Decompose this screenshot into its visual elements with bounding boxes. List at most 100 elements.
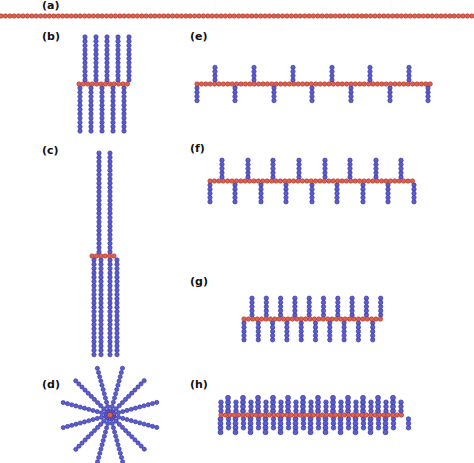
backbone-bead xyxy=(356,317,360,321)
side-chain-bead xyxy=(213,69,217,73)
side-chain-bead xyxy=(250,300,254,304)
backbone-bead xyxy=(373,14,377,18)
side-chain-bead xyxy=(94,65,98,69)
side-chain-bead xyxy=(70,423,74,427)
side-chain-bead xyxy=(122,103,126,107)
backbone-bead xyxy=(371,82,375,86)
side-chain-bead xyxy=(97,181,101,185)
side-chain-bead xyxy=(246,158,250,162)
side-chain-bead xyxy=(78,90,82,94)
side-chain-bead xyxy=(313,333,317,337)
side-chain-bead xyxy=(379,309,383,313)
backbone-bead xyxy=(361,317,365,321)
backbone-bead xyxy=(410,82,414,86)
side-chain-bead xyxy=(388,90,392,94)
side-chain-bead xyxy=(83,74,87,78)
side-chain-bead xyxy=(278,430,283,435)
side-chain-bead xyxy=(426,94,430,98)
backbone-bead xyxy=(81,82,85,86)
side-chain-bead xyxy=(92,318,96,322)
side-chain-bead xyxy=(346,421,351,426)
side-chain-bead xyxy=(114,392,118,396)
side-chain-bead xyxy=(87,407,91,411)
side-chain-bead xyxy=(122,90,126,94)
side-chain-bead xyxy=(249,404,254,409)
side-chain-bead xyxy=(91,408,95,412)
backbone-bead xyxy=(166,14,170,18)
side-chain-bead xyxy=(310,94,314,98)
backbone-bead xyxy=(399,413,403,417)
side-chain-bead xyxy=(364,304,368,308)
side-chain-bead xyxy=(99,279,103,283)
backbone-bead xyxy=(395,14,399,18)
backbone-bead xyxy=(245,413,249,417)
side-chain-bead xyxy=(122,94,126,98)
backbone-bead xyxy=(362,82,366,86)
side-chain-bead xyxy=(89,90,93,94)
side-chain-bead xyxy=(127,48,131,52)
side-chain-bead xyxy=(368,430,373,435)
backbone-bead xyxy=(320,413,324,417)
side-chain-bead xyxy=(95,460,99,463)
side-chain-bead xyxy=(284,191,288,195)
side-chain-bead xyxy=(328,329,332,333)
side-chain-bead xyxy=(116,56,120,60)
side-chain-bead xyxy=(78,116,82,120)
side-chain-bead xyxy=(246,166,250,170)
side-chain-bead xyxy=(349,98,353,102)
backbone-bead xyxy=(309,179,313,183)
backbone-bead xyxy=(47,14,51,18)
side-chain-bead xyxy=(399,404,404,409)
side-chain-bead xyxy=(97,224,101,228)
side-chain-bead xyxy=(310,98,314,102)
backbone-bead xyxy=(206,14,210,18)
backbone-bead xyxy=(107,254,111,258)
backbone-bead xyxy=(276,413,280,417)
side-chain-bead xyxy=(92,297,96,301)
side-chain-bead xyxy=(95,416,99,420)
side-chain-bead xyxy=(97,228,101,232)
side-chain-bead xyxy=(115,340,119,344)
side-chain-bead xyxy=(364,309,368,313)
side-chain-bead xyxy=(284,200,288,204)
side-chain-bead xyxy=(89,125,93,129)
side-chain-bead xyxy=(242,333,246,337)
side-chain-bead xyxy=(108,318,112,322)
side-chain-bead xyxy=(307,296,311,300)
side-chain-bead xyxy=(99,266,103,270)
backbone-bead xyxy=(241,413,245,417)
side-chain-bead xyxy=(127,69,131,73)
backbone-bead xyxy=(302,14,306,18)
side-chain-bead xyxy=(89,99,93,103)
side-chain-bead xyxy=(313,325,317,329)
backbone-bead xyxy=(122,14,126,18)
backbone-bead xyxy=(377,413,381,417)
side-chain-bead xyxy=(331,421,336,426)
side-chain-bead xyxy=(406,426,411,431)
backbone-bead xyxy=(78,14,82,18)
side-chain-bead xyxy=(97,177,101,181)
side-chain-bead xyxy=(101,438,105,442)
side-chain-bead xyxy=(99,271,103,275)
side-chain-bead xyxy=(248,430,253,435)
side-chain-bead xyxy=(78,94,82,98)
side-chain-bead xyxy=(115,262,119,266)
backbone-bead xyxy=(276,14,280,18)
side-chain-bead xyxy=(371,338,375,342)
side-chain-bead xyxy=(105,74,109,78)
side-chain-bead xyxy=(74,379,78,383)
side-chain-bead xyxy=(108,292,112,296)
backbone-bead xyxy=(116,82,120,86)
side-chain-bead xyxy=(94,52,98,56)
side-chain-bead xyxy=(321,296,325,300)
side-chain-bead xyxy=(103,430,107,434)
backbone-bead xyxy=(278,179,282,183)
backbone-bead xyxy=(338,413,342,417)
side-chain-bead xyxy=(270,329,274,333)
side-chain-bead xyxy=(99,327,103,331)
side-chain-bead xyxy=(386,200,390,204)
side-chain-bead xyxy=(116,74,120,78)
side-chain-bead xyxy=(108,275,112,279)
side-chain-bead xyxy=(233,195,237,199)
side-chain-bead xyxy=(249,400,254,405)
